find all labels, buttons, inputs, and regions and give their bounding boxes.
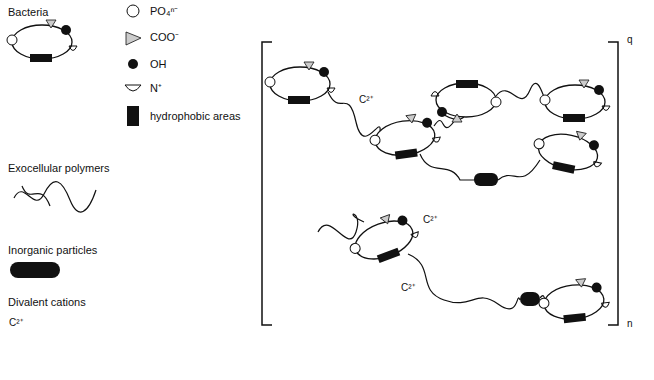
- legend-text: PO₄ⁿ⁻: [150, 5, 178, 18]
- legend-text: Exocellular polymers: [8, 162, 109, 175]
- bacterium: [265, 62, 335, 104]
- inorganic-particle: [474, 173, 498, 186]
- bacterium: [537, 276, 611, 325]
- polymer-strand: [498, 160, 540, 180]
- phosphate-symbol: [127, 5, 139, 17]
- legend-text: N⁺: [150, 82, 162, 95]
- polymer-strand: [318, 214, 364, 239]
- hydrophobic-symbol: [127, 106, 139, 126]
- bracket-subscript: q: [626, 34, 634, 46]
- bacterium: [344, 207, 424, 270]
- hydroxyl-symbol: [128, 59, 138, 69]
- polymer-strand: [408, 254, 520, 309]
- polymer-symbol: [22, 186, 50, 206]
- legend-text: Divalent cations: [8, 296, 86, 309]
- carboxyl-symbol: [126, 32, 141, 45]
- polymer-strand: [328, 92, 380, 136]
- legend-text: Bacteria: [8, 6, 48, 19]
- cation-label: C²⁺: [400, 282, 416, 294]
- bracket-subscript: n: [626, 318, 634, 330]
- bacterium: [431, 80, 501, 122]
- particle-symbol: [10, 262, 60, 278]
- legend-text: OH: [150, 58, 167, 71]
- legend-text: COO⁻: [150, 31, 179, 44]
- bacterium-icon: [7, 20, 77, 62]
- cation-label: C²⁺: [422, 214, 438, 226]
- amine-symbol: [125, 85, 141, 91]
- legend-text: Inorganic particles: [8, 244, 97, 257]
- polymer-strand: [420, 154, 474, 180]
- legend-text: hydrophobic areas: [150, 110, 241, 123]
- cation-label: C²⁺: [358, 94, 374, 106]
- polymer-symbol: [14, 182, 96, 212]
- bacterium: [540, 80, 610, 122]
- bracket: [608, 42, 618, 325]
- bacterium: [367, 111, 442, 162]
- inorganic-particle: [520, 292, 540, 306]
- cation-symbol: C²⁺: [8, 317, 24, 329]
- bacterium: [530, 123, 607, 179]
